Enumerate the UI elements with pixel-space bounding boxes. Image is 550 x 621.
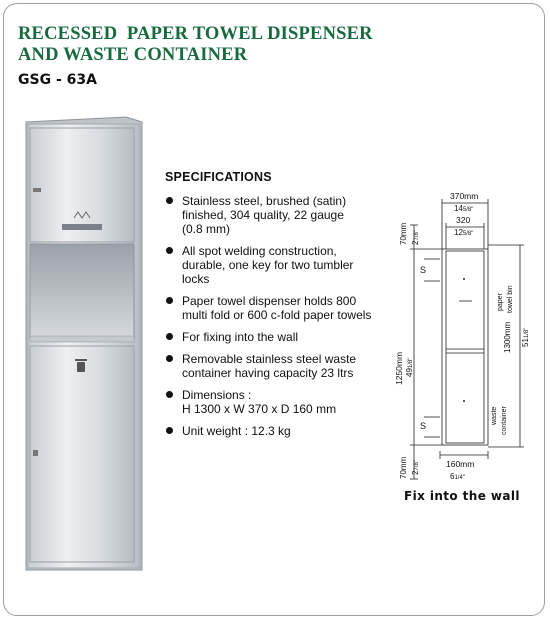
specifications-heading: SPECIFICATIONS <box>165 170 272 184</box>
bullet-icon <box>166 297 173 304</box>
title-line-2: AND WASTE CONTAINER <box>18 45 248 65</box>
dimension-diagram: 370mm 145/8" 320 125/8" 70mm 27/8" 1250m… <box>394 191 530 481</box>
spec-item: For fixing into the wall <box>165 330 381 344</box>
middle-cavity <box>29 243 135 339</box>
shelf <box>29 335 135 343</box>
towel-slot <box>62 224 102 230</box>
product-sheet: RECESSED PAPER TOWEL DISPENSER AND WASTE… <box>3 3 545 616</box>
spec-item: Dimensions : H 1300 x W 370 x D 160 mm <box>165 388 381 416</box>
spec-item: Stainless steel, brushed (satin) finishe… <box>165 194 381 236</box>
depth-in-frac: 1/4" <box>454 475 464 481</box>
svg-text:125/8": 125/8" <box>454 228 473 237</box>
bullet-icon <box>166 355 173 362</box>
dispenser-door <box>29 127 135 243</box>
bottom-in-frac: 7/8" <box>414 460 420 470</box>
width-inner-in: 12 <box>454 228 463 237</box>
svg-text:145/8": 145/8" <box>454 204 473 213</box>
product-title: RECESSED PAPER TOWEL DISPENSER AND WASTE… <box>18 24 438 66</box>
width-outer-mm: 370mm <box>450 191 478 201</box>
label-paper: paper <box>497 292 504 311</box>
height-unit-in-frac: 1/8" <box>524 328 530 338</box>
width-inner-mm: 320 <box>456 215 470 225</box>
model-number: GSG - 63A <box>18 72 97 88</box>
specifications-list: SPECIFICATIONS Stainless steel, brushed … <box>165 170 381 446</box>
title-line-1: RECESSED PAPER TOWEL DISPENSER <box>18 24 373 44</box>
label-container: container <box>501 406 508 435</box>
height-wall-in: 49 <box>405 368 414 377</box>
lock-top <box>33 188 41 192</box>
depth-in: 6 <box>450 472 455 481</box>
s-label-bottom: S <box>420 421 426 431</box>
width-outer-in: 14 <box>454 204 463 213</box>
bullet-icon <box>166 427 173 434</box>
towel-icon <box>73 211 91 219</box>
svg-text:61/4": 61/4" <box>450 472 465 481</box>
s-label-top: S <box>420 265 426 275</box>
bullet-icon <box>166 197 173 204</box>
svg-text:27/8": 27/8" <box>411 230 420 245</box>
svg-text:27/8": 27/8" <box>411 460 420 475</box>
bottom-mm: 70mm <box>399 456 408 479</box>
spec-item: Removable stainless steel waste containe… <box>165 352 381 380</box>
spec-item: All spot welding construction, durable, … <box>165 244 381 286</box>
lock-bottom <box>33 450 38 456</box>
spec-item: Paper towel dispenser holds 800 multi fo… <box>165 294 381 322</box>
top-mm: 70mm <box>399 222 408 245</box>
svg-text:491/8": 491/8" <box>405 358 414 377</box>
bullet-icon <box>166 247 173 254</box>
height-unit-mm: 1300mm <box>503 322 512 353</box>
bullet-icon <box>166 333 173 340</box>
waste-door <box>29 345 135 563</box>
diagram-caption: Fix into the wall <box>404 489 520 503</box>
label-waste: waste <box>491 407 498 426</box>
svg-text:511/8": 511/8" <box>521 328 530 347</box>
depth-mm: 160mm <box>446 459 474 469</box>
product-photo <box>25 116 143 571</box>
top-in-frac: 7/8" <box>414 230 420 240</box>
bin-icon <box>75 359 87 372</box>
top-in: 2 <box>411 240 420 245</box>
height-wall-mm: 1250mm <box>394 352 404 385</box>
bullet-icon <box>166 391 173 398</box>
width-inner-in-frac: 5/8" <box>463 231 473 237</box>
spec-item: Unit weight : 12.3 kg <box>165 424 381 438</box>
height-wall-in-frac: 1/8" <box>408 358 414 368</box>
label-towel-bin: towel bin <box>507 285 514 313</box>
height-unit-in: 51 <box>521 338 530 347</box>
width-outer-in-frac: 5/8" <box>463 207 473 213</box>
bottom-in: 2 <box>411 470 420 475</box>
